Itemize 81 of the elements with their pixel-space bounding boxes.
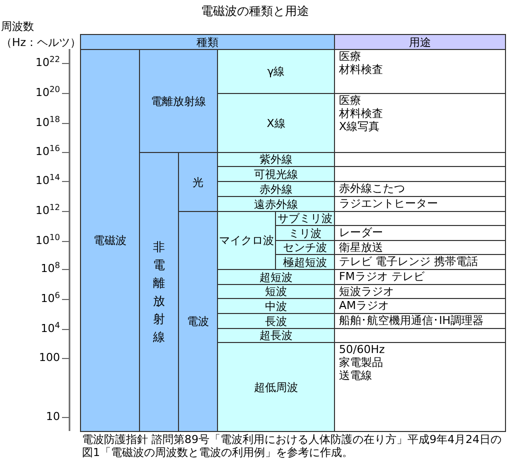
cell-text: 電磁波 xyxy=(94,234,126,247)
cell-text: 家電製品 xyxy=(339,356,383,369)
category-cell xyxy=(80,49,140,432)
category-cell xyxy=(275,254,335,270)
cell-text: 材料検査 xyxy=(339,63,383,76)
axis-title: （Hz：ヘルツ） xyxy=(1,36,82,49)
tick-label: 10$^{18}$ xyxy=(36,116,60,129)
cell-text: サブミリ波 xyxy=(278,212,332,225)
cell-text: 超長波 xyxy=(260,329,292,342)
category-cell xyxy=(275,225,335,241)
cell-text: 短波 xyxy=(265,285,287,298)
category-cell xyxy=(178,152,218,212)
cell-text: 医療 xyxy=(339,50,361,63)
cell-text: 電離放射線 xyxy=(151,94,206,108)
cell-text: 医療 xyxy=(339,94,361,107)
category-cell xyxy=(178,211,218,432)
cell-text: 50/60Hz xyxy=(339,343,385,356)
cell-text: 短波ラジオ xyxy=(339,285,394,298)
cell-text: 可視光線 xyxy=(254,168,298,180)
cell-text: 超短波 xyxy=(260,270,292,284)
cell-text: 用途 xyxy=(409,36,431,48)
category-cell xyxy=(217,93,335,153)
cell-text: 光 xyxy=(192,176,204,188)
cell-text: 衛星放送 xyxy=(339,241,383,254)
cell-text: レーダー xyxy=(339,226,383,239)
tick-label: 10$^{8}$ xyxy=(40,262,60,275)
category-cell xyxy=(217,166,335,182)
cell-text: マイクロ波 xyxy=(219,234,274,247)
cell-text: AMラジオ xyxy=(339,299,390,312)
tick-label: 10$^{20}$ xyxy=(36,86,60,99)
tick-label: 10$^{22}$ xyxy=(36,56,60,69)
tick-label: 10$^{16}$ xyxy=(36,145,60,158)
header-cell xyxy=(80,34,335,50)
cell-text: 赤外線 xyxy=(260,182,292,196)
cell-text: 種類 xyxy=(196,36,218,48)
cell-text: X線写真 xyxy=(339,120,380,133)
cell-text: 極超短波 xyxy=(283,256,327,268)
category-cell xyxy=(139,152,179,432)
cell-text: 紫外線 xyxy=(260,153,292,166)
category-cell xyxy=(139,49,218,153)
cell-text: FMラジオ テレビ xyxy=(339,270,424,283)
axis-title: 周波数 xyxy=(1,20,34,33)
cell-text: 中波 xyxy=(265,300,287,312)
category-cell xyxy=(217,342,335,432)
cell-text: 超低周波 xyxy=(254,380,298,394)
cell-text: テレビ 電子レンジ 携帯電話 xyxy=(339,255,478,268)
category-cell xyxy=(217,269,335,285)
cell-text: γ線 xyxy=(267,65,285,78)
category-cell xyxy=(217,196,335,212)
tick-label: 10$^{14}$ xyxy=(36,174,60,187)
cell-text: 遠赤外線 xyxy=(254,198,298,210)
tick-label: 10$^{10}$ xyxy=(36,234,60,247)
category-cell xyxy=(217,313,335,329)
usage-cell xyxy=(334,342,506,432)
category-cell xyxy=(217,284,335,299)
tick-label: 10$^{6}$ xyxy=(40,292,60,305)
cell-text: 非電離放射線 xyxy=(153,239,165,346)
tick-label: 10$^{12}$ xyxy=(36,204,60,217)
category-cell xyxy=(217,181,335,197)
header-cell xyxy=(334,34,506,50)
category-cell xyxy=(217,49,335,94)
category-cell xyxy=(275,240,335,255)
cell-text: 送電線 xyxy=(339,369,372,382)
cell-text: X線 xyxy=(266,116,286,130)
caption: 電波防護指針 諮問第89号「電波利用における人体防護の在り方」平成9年4月24日の図1「電磁波の周波数と電波の利用例」を参考に作成。 xyxy=(82,433,502,459)
cell-text: ミリ波 xyxy=(288,226,322,240)
cell-text: 船舶･航空機用通信･IH調理器 xyxy=(339,314,484,327)
tick-label: 10 xyxy=(46,410,60,423)
category-cell xyxy=(217,152,335,167)
cell-text: センチ波 xyxy=(283,241,327,254)
title: 電磁波の種類と用途 xyxy=(200,3,310,19)
category-cell xyxy=(217,328,335,343)
category-cell xyxy=(217,211,276,270)
tick-label: 100 xyxy=(39,351,60,364)
cell-text: 長波 xyxy=(265,314,287,328)
tick-label: 10$^{4}$ xyxy=(40,322,60,335)
cell-text: 材料検査 xyxy=(339,107,383,120)
cell-text: 電波 xyxy=(187,315,209,328)
category-cell xyxy=(217,298,335,314)
cell-text: 赤外線こたつ xyxy=(339,182,405,195)
cell-text: ラジエントヒーター xyxy=(339,197,438,210)
